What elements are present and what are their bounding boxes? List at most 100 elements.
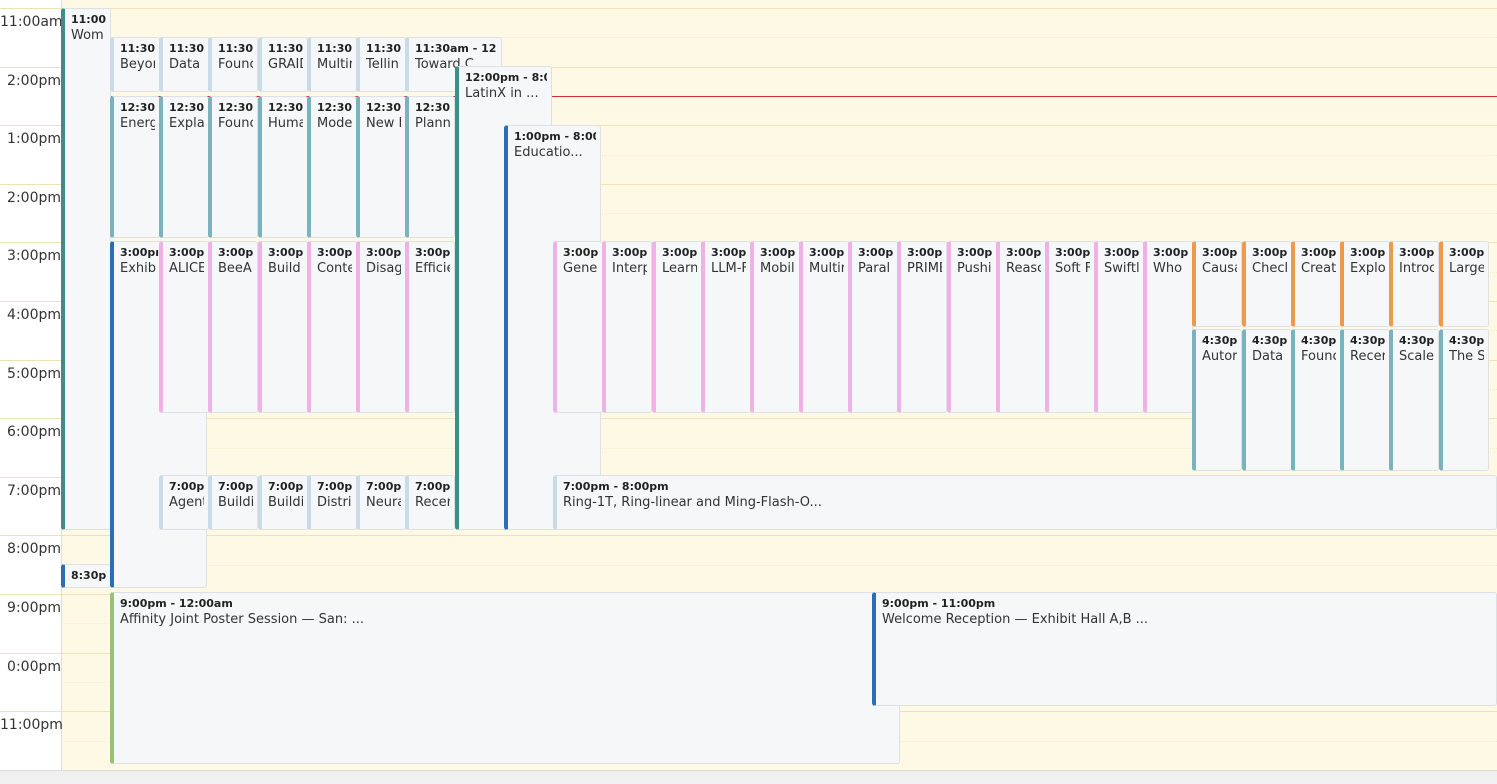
calendar-event[interactable]: 3:00pıPRIME: [897, 241, 947, 413]
calendar-event[interactable]: 7:00pıDistri: [307, 475, 357, 530]
calendar-event[interactable]: 3:00pıEfficie: [405, 241, 455, 413]
event-time: 12:30pı: [268, 101, 303, 114]
event-time: 3:00pı: [1449, 246, 1484, 259]
time-label: 2:00pm: [7, 72, 61, 89]
calendar-event[interactable]: 3:00pıParal: [848, 241, 898, 413]
calendar-event[interactable]: 11:30aıData S: [159, 37, 209, 92]
event-title: Check: [1252, 261, 1287, 276]
calendar-event[interactable]: 3:00pıConte: [307, 241, 357, 413]
calendar-event[interactable]: 3:00pıCausa: [1192, 241, 1242, 327]
event-title: Founc: [1301, 349, 1336, 364]
event-time: 3:00pı: [1153, 246, 1188, 259]
time-label: 4:00pm: [7, 307, 61, 323]
time-label: 2:00pm: [7, 189, 61, 206]
event-time: 12:30pı: [169, 101, 204, 114]
calendar-event[interactable]: 11:30am - 12:3Toward C: [405, 37, 502, 92]
calendar-event[interactable]: 3:00pıInterp: [602, 241, 652, 413]
event-title: Data S: [169, 57, 204, 72]
calendar-event[interactable]: 3:00pıMultir: [799, 241, 849, 413]
calendar-event[interactable]: 12:30pıMode: [307, 96, 357, 238]
calendar-event[interactable]: 3:00pıDisag: [356, 241, 406, 413]
event-time: 11:30aı: [120, 42, 155, 55]
event-title: Introc: [1399, 261, 1434, 276]
calendar-event[interactable]: 4:30pıRecer: [1340, 329, 1390, 471]
event-title: GRAID: [268, 57, 303, 72]
calendar-event[interactable]: 11:30aıBeyor: [110, 37, 160, 92]
event-title: The S: [1449, 349, 1484, 364]
event-title: Wom: [71, 28, 104, 43]
calendar-event[interactable]: 4:30pıThe S: [1439, 329, 1489, 471]
calendar-event[interactable]: 3:00pıGener: [553, 241, 603, 413]
event-title: Multir: [317, 57, 352, 72]
event-time: 3:00pı: [1252, 246, 1287, 259]
event-title: Reasc: [1006, 261, 1041, 276]
calendar-event[interactable]: 12:30pıHuma: [258, 96, 308, 238]
event-time: 12:00pm - 8:0: [465, 71, 547, 84]
calendar-event[interactable]: 3:00pıMobil: [750, 241, 800, 413]
calendar-event[interactable]: 11:30aıGRAID: [258, 37, 308, 92]
calendar-event[interactable]: 7:00pıNeura: [356, 475, 406, 530]
event-time: 4:30pı: [1449, 334, 1484, 347]
calendar-event[interactable]: 3:00pıSwiftl: [1094, 241, 1144, 413]
event-time: 4:30pı: [1252, 334, 1287, 347]
horizontal-scrollbar[interactable]: [0, 770, 1497, 784]
calendar-event[interactable]: 7:00pıRecer: [405, 475, 455, 530]
event-time: 3:00pı: [1202, 246, 1237, 259]
calendar-event[interactable]: 3:00pıBeeAI: [208, 241, 258, 413]
calendar-event[interactable]: 7:00pıAgent: [159, 475, 209, 530]
event-title: Explo: [1350, 261, 1385, 276]
calendar-event[interactable]: 12:30pıFounc: [208, 96, 258, 238]
calendar-event[interactable]: 3:00pıALICE: [159, 241, 209, 413]
calendar-event[interactable]: 3:00pıCreat: [1291, 241, 1341, 327]
event-title: Founc: [218, 57, 253, 72]
event-title: Paral: [858, 261, 891, 276]
calendar-event[interactable]: 4:30pıFounc: [1291, 329, 1341, 471]
event-time: 3:00pı: [563, 246, 598, 259]
event-time: 3:00pı: [711, 246, 746, 259]
calendar-event[interactable]: 3:00pıWho: [1143, 241, 1193, 413]
calendar-event[interactable]: 4:30pıData I: [1242, 329, 1292, 471]
calendar-event[interactable]: 3:00pıExplo: [1340, 241, 1390, 327]
event-title: Build: [268, 261, 301, 276]
calendar-event[interactable]: 12:30pıPlann: [405, 96, 455, 238]
calendar-event[interactable]: 3:00pıSoft F: [1045, 241, 1095, 413]
calendar-event[interactable]: 11:30aıTellin: [356, 37, 406, 92]
event-title: Neura: [366, 495, 401, 510]
event-time: 9:00pm - 12:00am: [120, 597, 233, 610]
calendar-event[interactable]: 11:30aıMultir: [307, 37, 357, 92]
calendar-event[interactable]: 4:30pıAutor: [1192, 329, 1242, 471]
current-time-indicator: [61, 96, 1497, 97]
calendar-event[interactable]: 3:00pıLarge: [1439, 241, 1489, 327]
event-title: Expla: [169, 116, 204, 131]
half-hour-line: [61, 447, 1497, 449]
event-title: ALICE: [169, 261, 204, 276]
calendar-event[interactable]: 12:30pıEnerg: [110, 96, 160, 238]
event-title: Mobil: [760, 261, 795, 276]
hour-line: [0, 66, 1497, 68]
calendar-event[interactable]: 3:00pıIntroc: [1389, 241, 1439, 327]
event-title: Ring-1T, Ring-linear and Ming-Flash-O...: [563, 495, 822, 510]
event-time: 7:00pı: [169, 480, 204, 493]
calendar-event[interactable]: 7:00pıBuildi: [208, 475, 258, 530]
calendar-event[interactable]: 4:30pıScale: [1389, 329, 1439, 471]
calendar-event[interactable]: 3:00pıLLM-F: [701, 241, 751, 413]
event-title: Recer: [415, 495, 450, 510]
time-label: 7:00pm: [7, 482, 61, 499]
calendar-event[interactable]: 3:00pıPushi: [947, 241, 997, 413]
calendar-event[interactable]: 11:30aıFounc: [208, 37, 258, 92]
calendar-event[interactable]: 7:00pıBuildi: [258, 475, 308, 530]
calendar-event[interactable]: 3:00pıReasc: [996, 241, 1046, 413]
calendar-event[interactable]: 12:30pıExpla: [159, 96, 209, 238]
calendar-event[interactable]: 3:00pıBuild: [258, 241, 308, 413]
calendar-event[interactable]: 3:00pıLearn: [652, 241, 702, 413]
event-time: 3:00pı: [907, 246, 942, 259]
calendar-event[interactable]: 12:30pıNew I: [356, 96, 406, 238]
calendar-event[interactable]: 8:30pı: [61, 564, 111, 588]
event-time: 12:30pı: [415, 101, 450, 114]
event-time: 3:00pı: [1104, 246, 1139, 259]
calendar-event[interactable]: 3:00pıCheck: [1242, 241, 1292, 327]
